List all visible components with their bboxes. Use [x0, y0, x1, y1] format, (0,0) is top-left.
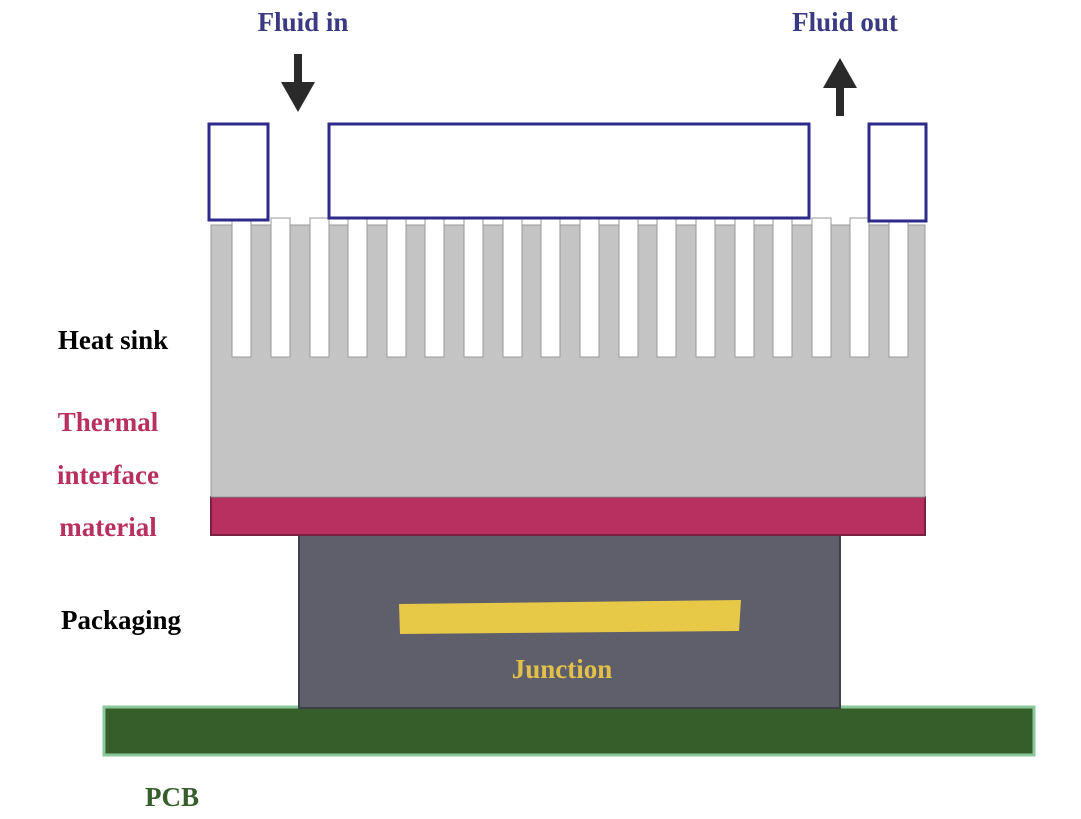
- pcb-label: PCB: [145, 782, 199, 812]
- fin-gap-15: [772, 217, 793, 358]
- fin-gap-9: [540, 217, 561, 358]
- heat-sink-fin-gaps: [231, 217, 909, 358]
- fin-gap-18: [888, 217, 909, 358]
- heat-sink-label: Heat sink: [58, 325, 168, 355]
- inlet-side-channel: [207, 122, 270, 222]
- fluid-in-label: Fluid in: [258, 7, 349, 37]
- junction-bar: [399, 600, 741, 634]
- fin-gap-8: [502, 217, 523, 358]
- fin-gap-16: [811, 217, 832, 358]
- fluid-out-label: Fluid out: [792, 7, 898, 37]
- heat-sink-base: [210, 224, 926, 498]
- packaging-label: Packaging: [61, 605, 182, 635]
- fin-gap-12: [656, 217, 677, 358]
- thermal-label-line2: interface: [57, 460, 159, 490]
- thermal-label-line1: Thermal: [58, 407, 159, 437]
- fin-gap-17: [849, 217, 870, 358]
- arrow-down-icon: [281, 54, 315, 112]
- fin-gap-4: [347, 217, 368, 358]
- fin-gap-5: [386, 217, 407, 358]
- thermal-label-line3: material: [59, 512, 157, 542]
- fin-gap-1: [231, 217, 252, 358]
- fin-gap-14: [734, 217, 755, 358]
- fin-gap-13: [695, 217, 716, 358]
- fin-gap-10: [579, 217, 600, 358]
- outlet-side-channel: [867, 122, 928, 223]
- thermal-interface-layer: [210, 496, 926, 536]
- pcb-board: [102, 705, 1036, 757]
- fin-gap-11: [618, 217, 639, 358]
- fin-gap-6: [424, 217, 445, 358]
- center-channel-cover: [327, 122, 811, 220]
- arrow-up-icon: [823, 58, 857, 116]
- fin-gap-3: [309, 217, 330, 358]
- junction-label: Junction: [512, 654, 613, 684]
- fin-gap-7: [463, 217, 484, 358]
- fin-gap-2: [270, 217, 291, 358]
